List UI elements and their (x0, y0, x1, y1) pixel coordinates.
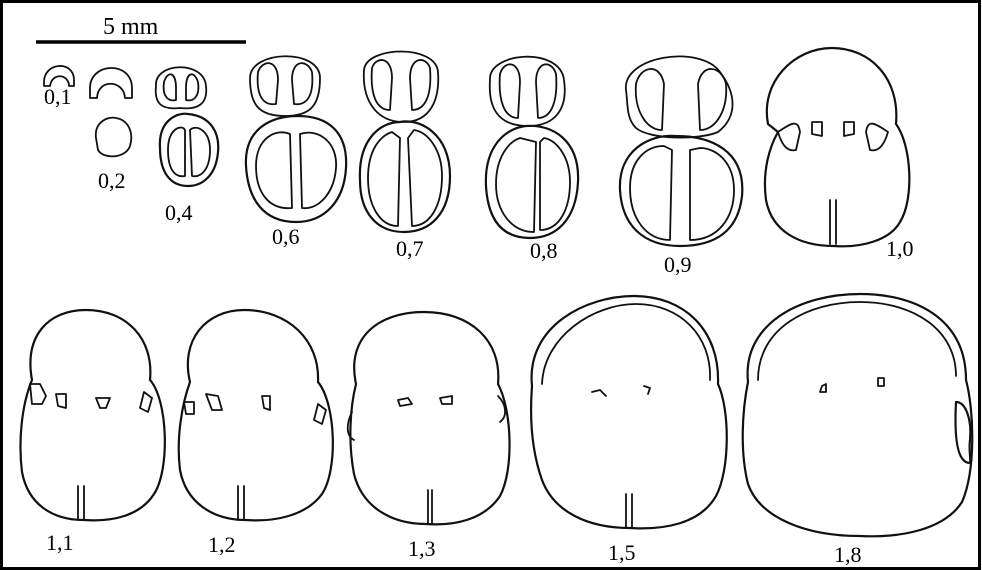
section-drawing-1-8: 1,8 (743, 294, 973, 567)
section-label-0-9: 0,9 (664, 252, 692, 277)
section-label-1-0: 1,0 (886, 236, 914, 261)
section-label-0-7: 0,7 (396, 236, 424, 261)
section-label-1-1: 1,1 (46, 530, 74, 555)
section-label-0-1: 0,1 (44, 84, 72, 109)
section-drawing-1-2: 1,2 (179, 310, 333, 557)
section-drawing-0-1: 0,1 (44, 66, 74, 109)
section-drawing-1-5: 1,5 (531, 296, 727, 565)
section-label-1-3: 1,3 (408, 536, 436, 561)
scale-bar-label: 5 mm (103, 14, 159, 40)
section-drawing-0-9: 0,9 (620, 56, 742, 277)
section-drawing-0-2: 0,2 (90, 68, 132, 193)
section-label-0-4: 0,4 (165, 200, 193, 225)
section-label-0-6: 0,6 (272, 224, 300, 249)
scale-bar: 5 mm (36, 14, 246, 42)
section-drawing-1-1: 1,1 (20, 310, 164, 555)
section-label-1-5: 1,5 (608, 540, 636, 565)
section-drawing-0-7: 0,7 (360, 52, 450, 262)
section-label-1-2: 1,2 (208, 532, 236, 557)
section-drawing-0-6: 0,6 (246, 56, 346, 249)
section-label-1-8: 1,8 (834, 542, 862, 567)
section-drawing-1-0: 1,0 (765, 48, 914, 261)
section-label-0-8: 0,8 (530, 238, 558, 263)
section-drawing-0-8: 0,8 (486, 57, 578, 263)
section-drawing-1-3: 1,3 (348, 312, 510, 561)
section-label-0-2: 0,2 (98, 168, 126, 193)
section-drawing-0-4: 0,4 (156, 67, 219, 225)
